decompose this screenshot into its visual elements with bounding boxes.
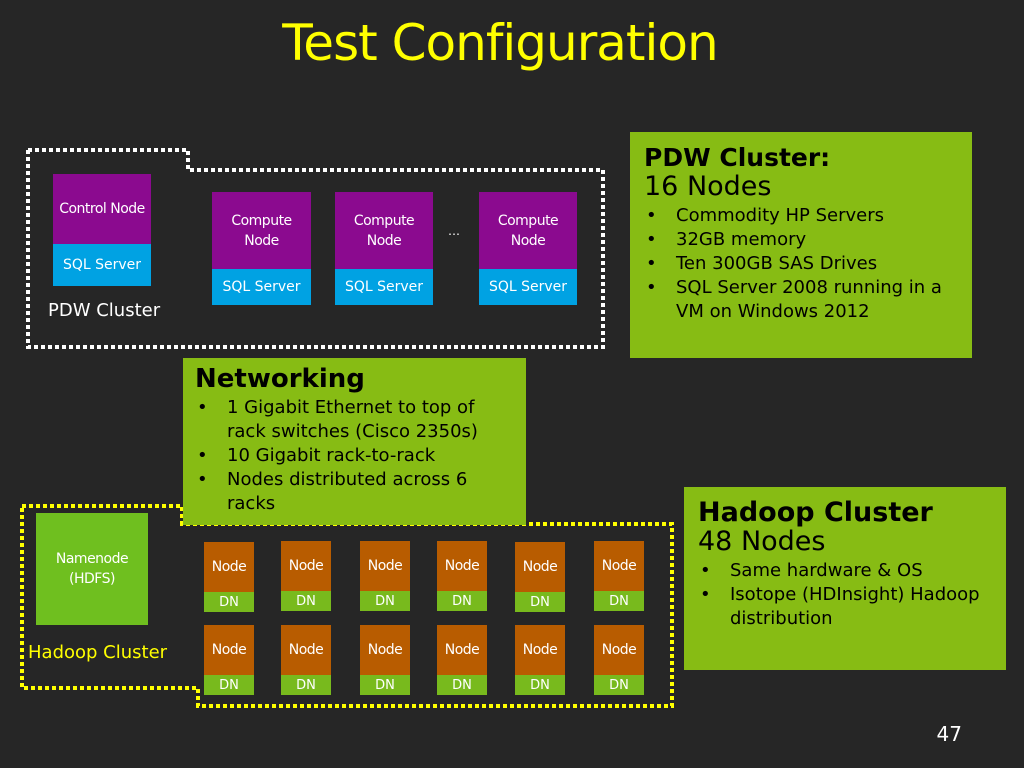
pdw-info-panel: PDW Cluster: 16 Nodes Commodity HP Serve… [630, 132, 972, 358]
hadoop-panel-heading: Hadoop Cluster [698, 497, 933, 528]
compute-node: Compute Node SQL Server [335, 192, 433, 305]
data-node-dn: DN [204, 675, 254, 695]
control-node-sql-server: SQL Server [53, 244, 151, 286]
data-node-label: Node [594, 541, 644, 591]
data-node-dn: DN [281, 591, 331, 611]
data-node-dn: DN [437, 591, 487, 611]
data-node-dn: DN [360, 675, 410, 695]
data-node-dn: DN [437, 675, 487, 695]
compute-node-label: Compute Node [479, 192, 577, 269]
data-node-dn: DN [594, 591, 644, 611]
compute-node-label: Compute Node [212, 192, 311, 269]
data-node-label: Node [515, 625, 565, 675]
networking-panel: Networking 1 Gigabit Ethernet to top of … [183, 358, 526, 525]
ellipsis: … [448, 224, 460, 238]
pdw-panel-heading: PDW Cluster: [644, 143, 831, 172]
list-item: Commodity HP Servers [644, 204, 958, 228]
data-node-label: Node [437, 625, 487, 675]
control-node-label: Control Node [53, 174, 151, 244]
data-node-dn: DN [281, 675, 331, 695]
pdw-panel-node-count: 16 Nodes [644, 171, 772, 202]
compute-node: Compute Node SQL Server [212, 192, 311, 305]
namenode: Namenode (HDFS) [36, 513, 148, 625]
list-item: 1 Gigabit Ethernet to top of rack switch… [195, 396, 512, 444]
hadoop-panel-bullets: Same hardware & OS Isotope (HDInsight) H… [698, 559, 992, 631]
data-node-dn: DN [594, 675, 644, 695]
data-node-label: Node [204, 625, 254, 675]
compute-node-sql-server: SQL Server [479, 269, 577, 305]
data-node-label: Node [437, 541, 487, 591]
pdw-cluster-label: PDW Cluster [48, 300, 161, 321]
hadoop-info-panel: Hadoop Cluster 48 Nodes Same hardware & … [684, 487, 1006, 670]
list-item: 32GB memory [644, 228, 958, 252]
hadoop-panel-node-count: 48 Nodes [698, 526, 826, 557]
data-node-label: Node [204, 542, 254, 592]
hadoop-cluster-label: Hadoop Cluster [28, 642, 168, 663]
data-node-label: Node [281, 625, 331, 675]
data-node-dn: DN [204, 592, 254, 612]
compute-node-label: Compute Node [335, 192, 433, 269]
data-node-label: Node [360, 625, 410, 675]
networking-panel-heading: Networking [195, 364, 365, 394]
list-item: Nodes distributed across 6 racks [195, 468, 512, 516]
compute-node: Compute Node SQL Server [479, 192, 577, 305]
list-item: SQL Server 2008 running in a VM on Windo… [644, 276, 958, 324]
list-item: Isotope (HDInsight) Hadoop distribution [698, 583, 992, 631]
slide-title: Test Configuration [282, 14, 718, 72]
data-node-dn: DN [360, 591, 410, 611]
list-item: 10 Gigabit rack-to-rack [195, 444, 512, 468]
compute-node-sql-server: SQL Server [212, 269, 311, 305]
networking-panel-bullets: 1 Gigabit Ethernet to top of rack switch… [195, 396, 512, 516]
data-node-label: Node [515, 542, 565, 592]
pdw-panel-bullets: Commodity HP Servers 32GB memory Ten 300… [644, 204, 958, 324]
control-node: Control Node SQL Server [53, 174, 151, 286]
compute-node-sql-server: SQL Server [335, 269, 433, 305]
list-item: Ten 300GB SAS Drives [644, 252, 958, 276]
data-node-label: Node [594, 625, 644, 675]
data-node-label: Node [360, 541, 410, 591]
data-node-label: Node [281, 541, 331, 591]
data-node-dn: DN [515, 675, 565, 695]
data-node-dn: DN [515, 592, 565, 612]
slide-number: 47 [936, 722, 962, 746]
list-item: Same hardware & OS [698, 559, 992, 583]
